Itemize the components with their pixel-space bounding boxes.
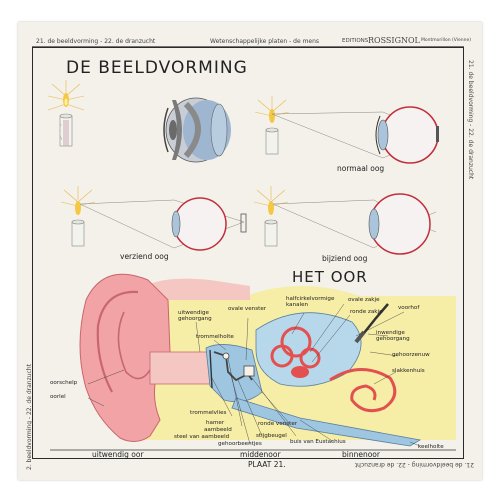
label-vestibule: voorhof	[398, 305, 420, 311]
publisher-name: ROSSIGNOL	[368, 36, 420, 45]
label-normal-eye: normaal oog	[337, 164, 385, 173]
far-sighted-eye-diagram	[79, 197, 247, 251]
ear-title: HET OOR	[292, 268, 368, 286]
label-ossicles: gehoorbeentjes	[218, 441, 262, 447]
label-far-sighted: verziend oog	[120, 252, 169, 261]
label-saccule: ronde zakje	[350, 309, 383, 315]
label-hammer: hamer	[206, 420, 225, 426]
side-text-left: 2. beeldvorming - 22. de dranzucht	[26, 363, 33, 470]
zone-outer-ear: uitwendig oor	[92, 450, 144, 459]
publisher-city: Montmorillon (Vienne)	[421, 38, 472, 43]
label-anvil: aambeeld	[204, 427, 232, 433]
label-round-window: ronde venster	[258, 421, 298, 427]
zone-inner-ear: binnenoor	[342, 450, 380, 459]
main-title: DE BEELDVORMING	[66, 58, 248, 78]
side-text-right: 21. de beeldvorming - 22. de dranzucht	[467, 60, 474, 180]
header-left: 21. de beeldvorming - 22. de dranzucht	[36, 38, 156, 45]
label-tympanic-cavity: trommelholte	[196, 334, 234, 340]
header-center: Wetenschappelijke platen - de mens	[210, 38, 320, 45]
eyeball-anatomy	[163, 97, 231, 163]
label-auricle: oorschelp	[50, 380, 78, 386]
plate-frame	[32, 47, 464, 459]
label-earlobe: oorlel	[50, 394, 66, 400]
label-auditory-nerve: gehoorzenuw	[392, 352, 430, 358]
label-near-sighted: bijziend oog	[322, 254, 368, 263]
label-semicircular-canals: halfcirkelvormige kanalen	[286, 296, 335, 308]
label-cochlea: slakkenhuis	[392, 368, 425, 374]
candle-icon	[47, 80, 85, 147]
label-stirrup: stijgbeugel	[256, 433, 287, 439]
label-eardrum: trommelvlies	[190, 410, 227, 416]
candle-icon	[254, 96, 290, 155]
label-oval-window: ovale venster	[228, 306, 267, 312]
plate-number: PLAAT 21.	[248, 460, 286, 469]
label-ear-canal: uitwendige gehoorgang	[178, 310, 212, 322]
label-utricle: ovale zakje	[348, 297, 380, 303]
normal-eye-diagram	[271, 106, 439, 164]
label-leader-lines	[87, 303, 421, 447]
label-eustachian-tube: buis van Eustachius	[290, 439, 346, 445]
zone-middle-ear: middenoor	[240, 450, 281, 459]
bottom-text-right: 21. de beeldvorming - 22. de dranzucht	[354, 461, 474, 468]
label-internal-canal: inwendige gehoorgang	[376, 330, 410, 342]
publisher-prefix: EDITIONS	[342, 38, 369, 44]
ear-anatomy	[50, 273, 456, 451]
label-anvil-stem: steel van aambeeld	[174, 434, 230, 440]
candle-icon	[253, 186, 289, 247]
near-sighted-eye-diagram	[272, 193, 437, 255]
candle-icon	[60, 186, 96, 247]
label-pharynx: keelholte	[418, 444, 444, 450]
